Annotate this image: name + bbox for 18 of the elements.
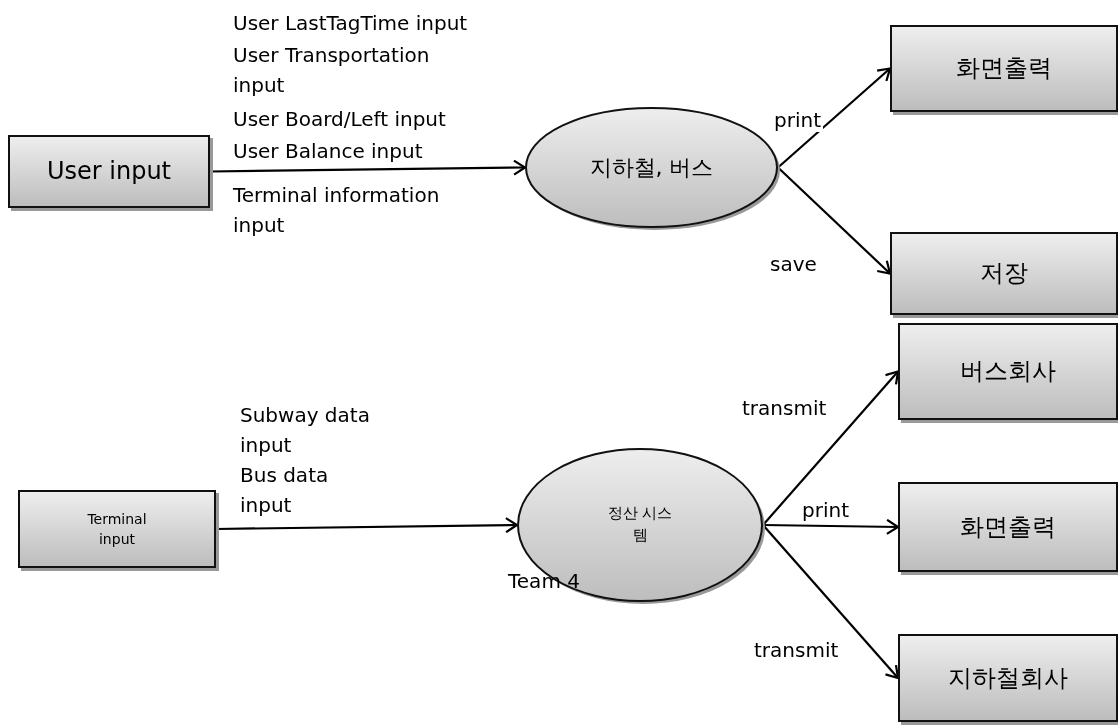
process-box: 저장	[890, 232, 1118, 315]
caption-text: Team 4	[508, 568, 580, 595]
process-box: User input	[8, 135, 210, 208]
data-label: User Transportation input	[233, 42, 431, 99]
process-box: 화면출력	[898, 482, 1118, 572]
data-label: Bus data input	[240, 462, 330, 519]
process-box: 화면출력	[890, 25, 1118, 112]
data-label: User Board/Left input	[233, 106, 447, 133]
data-label: Subway data input	[240, 402, 370, 459]
process-box: 지하철회사	[898, 634, 1118, 722]
arrow	[763, 518, 900, 535]
process-box: 버스회사	[898, 323, 1118, 420]
process-box: Terminal input	[18, 490, 216, 568]
arrow	[216, 517, 519, 534]
data-label: Terminal information input	[233, 182, 441, 239]
arrow	[210, 159, 527, 176]
data-label: User Balance input	[233, 138, 424, 165]
data-label: User LastTagTime input	[233, 10, 469, 37]
